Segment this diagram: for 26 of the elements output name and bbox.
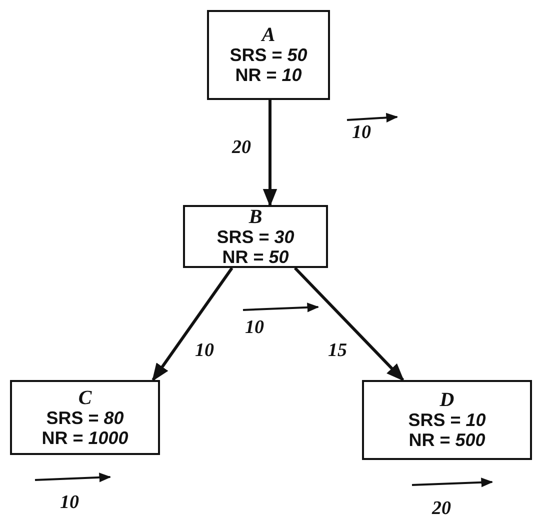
process-box <box>10 380 160 455</box>
node-value: SRS = 50 <box>230 45 308 65</box>
edge-label: 20 <box>232 137 251 159</box>
process-box <box>183 205 328 268</box>
flow-value: 20 <box>432 498 451 519</box>
process-box <box>362 380 532 460</box>
arrow <box>294 266 404 382</box>
node-title: C <box>78 388 92 408</box>
node-value: NR = 1000 <box>42 428 128 448</box>
arrow <box>262 100 278 207</box>
edge-label: 15 <box>328 340 347 362</box>
node-value: SRS = 10 <box>408 410 486 430</box>
node-value: NR = 500 <box>408 430 486 450</box>
edge-label: 10 <box>195 340 214 362</box>
node-title: D <box>440 390 454 410</box>
node-value: NR = 50 <box>222 246 289 266</box>
flow-value: 10 <box>245 317 264 339</box>
arrow <box>152 267 234 382</box>
process-box <box>207 10 330 100</box>
flow-value: 10 <box>352 122 371 144</box>
node-title: A <box>262 25 276 45</box>
node-value: SRS = 30 <box>216 226 294 246</box>
node-value: NR = 10 <box>235 65 302 85</box>
flow-value: 10 <box>60 492 79 514</box>
node-value: SRS = 80 <box>46 408 124 428</box>
node-title: B <box>248 206 262 226</box>
